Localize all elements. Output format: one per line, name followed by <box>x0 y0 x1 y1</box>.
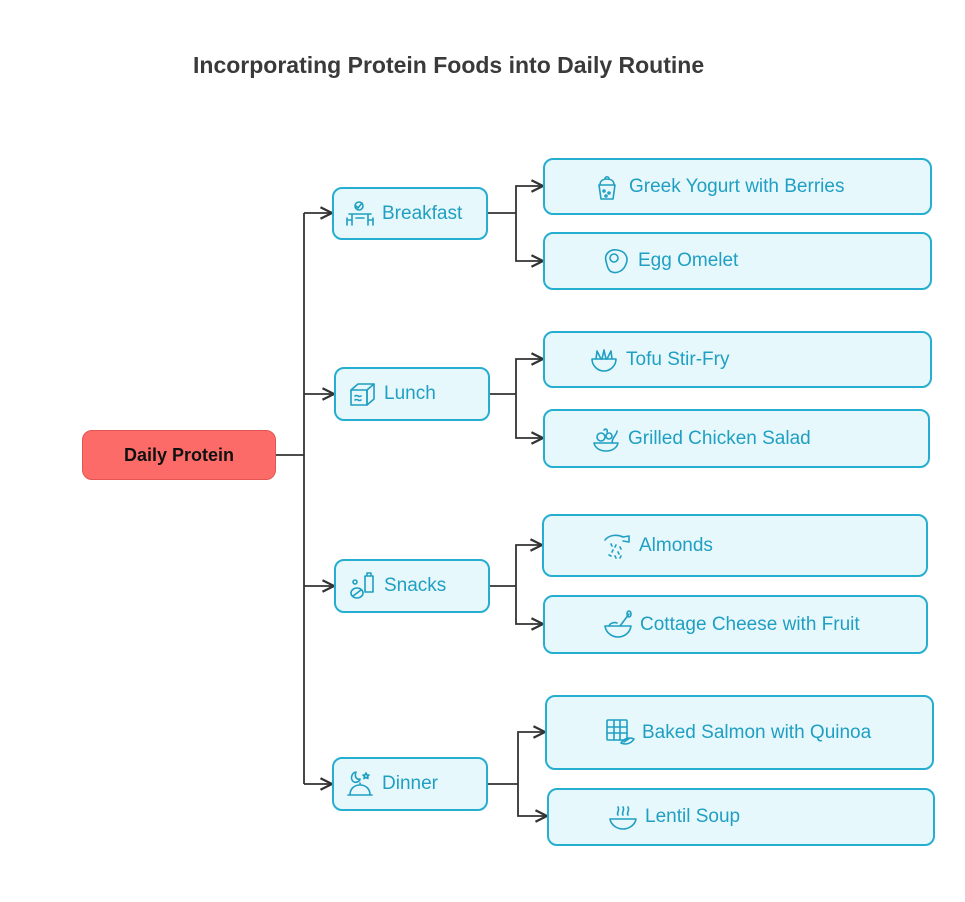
item-label: Almonds <box>639 534 713 556</box>
bowl-spoon-icon <box>602 609 634 641</box>
item-label: Cottage Cheese with Fruit <box>640 613 860 635</box>
item-baked-salmon: Baked Salmon with Quinoa <box>545 695 934 770</box>
stir-fry-bowl-icon <box>588 344 620 376</box>
edge-tofu <box>515 359 543 394</box>
edge-salmon <box>517 732 545 784</box>
edge-chicken-salad <box>515 394 543 438</box>
almonds-icon <box>601 530 633 562</box>
item-tofu-stir-fry: Tofu Stir-Fry <box>543 331 932 388</box>
category-snacks: Snacks <box>334 559 490 613</box>
category-label: Snacks <box>384 575 447 596</box>
baking-tray-icon <box>604 717 636 749</box>
category-label: Lunch <box>384 383 436 404</box>
diagram-title: Incorporating Protein Foods into Daily R… <box>193 52 705 78</box>
item-label: Lentil Soup <box>645 806 741 827</box>
egg-icon <box>600 245 632 277</box>
item-label: Baked Salmon with Quinoa <box>642 721 872 743</box>
category-dinner: Dinner <box>332 757 488 811</box>
edge-cottage-cheese <box>515 586 543 624</box>
edge-almonds <box>515 545 542 586</box>
salad-bowl-icon <box>590 423 622 455</box>
root-node: Daily Protein <box>82 430 276 480</box>
item-almonds: Almonds <box>542 514 928 577</box>
dining-table-icon <box>344 198 376 230</box>
item-label: Egg Omelet <box>638 250 739 271</box>
category-lunch: Lunch <box>334 367 490 421</box>
snack-icon <box>346 570 378 602</box>
item-label: Tofu Stir-Fry <box>626 348 730 370</box>
night-meal-icon <box>344 768 376 800</box>
category-label: Dinner <box>382 773 438 794</box>
item-lentil-soup: Lentil Soup <box>547 788 935 846</box>
yogurt-cup-icon <box>591 171 623 203</box>
item-label: Greek Yogurt with Berries <box>629 175 845 197</box>
category-breakfast: Breakfast <box>332 187 488 240</box>
root-label: Daily Protein <box>123 444 235 465</box>
edge-egg-omelet <box>515 213 543 261</box>
item-greek-yogurt: Greek Yogurt with Berries <box>543 158 932 215</box>
item-cottage-cheese: Cottage Cheese with Fruit <box>543 595 928 654</box>
item-label: Grilled Chicken Salad <box>628 427 811 449</box>
item-grilled-chicken-salad: Grilled Chicken Salad <box>543 409 930 468</box>
lunchbox-icon <box>346 378 378 410</box>
soup-bowl-icon <box>607 801 639 833</box>
edge-greek-yogurt <box>515 186 543 213</box>
item-egg-omelet: Egg Omelet <box>543 232 932 290</box>
category-label: Breakfast <box>382 202 463 224</box>
edge-lentil-soup <box>517 784 547 816</box>
